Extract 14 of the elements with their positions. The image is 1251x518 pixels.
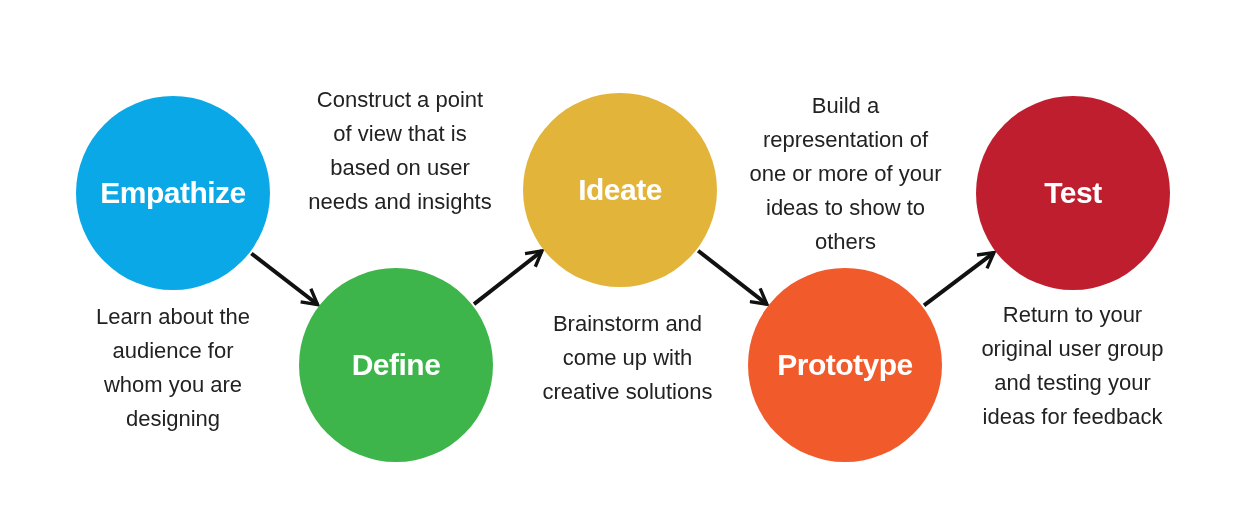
arrow <box>250 251 320 307</box>
description-text: Construct a point of view that is based on user needs and insights <box>307 86 493 216</box>
stage-title: Prototype <box>777 348 913 382</box>
arrow <box>922 250 996 307</box>
stage-title: Test <box>1044 176 1102 210</box>
stage-title: Empathize <box>100 176 246 210</box>
description-text: Brainstorm and come up with creative solutions <box>541 310 714 406</box>
stage-title: Define <box>351 348 441 382</box>
description-text: Learn about the audience for whom you are designing <box>94 303 252 433</box>
description-text: Build a representation of one or more of your ideas to show to others <box>748 92 943 256</box>
description-text: Return to your original user group and testing your ideas for feedback <box>980 301 1165 431</box>
arrow <box>472 249 544 306</box>
stage-title: Ideate <box>578 173 662 207</box>
arrow <box>696 249 769 306</box>
